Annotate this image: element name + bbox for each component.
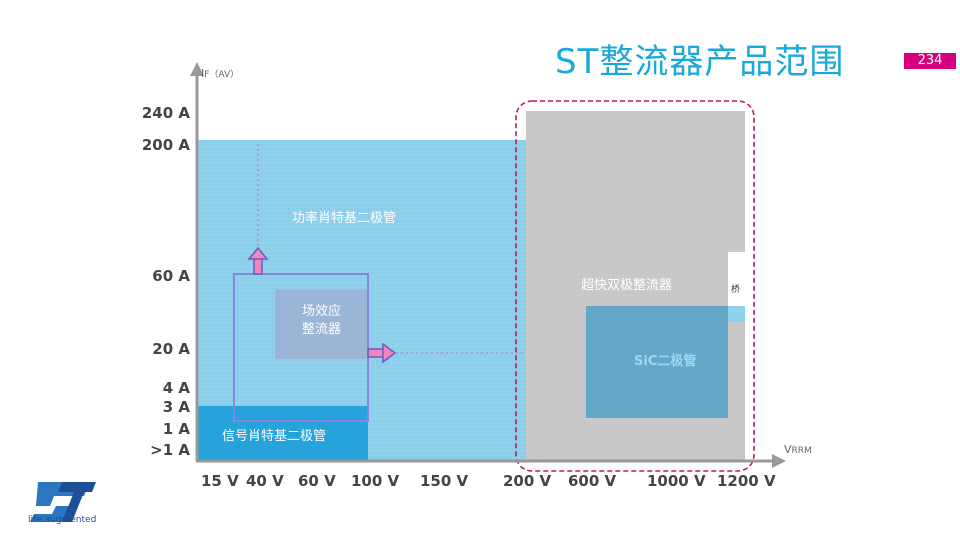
- bridge-lower-area: [728, 306, 745, 322]
- x-tick-label: 150 V: [420, 472, 469, 490]
- high-voltage-highlight: [515, 100, 755, 472]
- x-tick-label: 15 V: [201, 472, 239, 490]
- x-tick-label: 600 V: [568, 472, 617, 490]
- y-axis-title-main: I: [201, 67, 205, 80]
- x-tick-label: 1200 V: [717, 472, 776, 490]
- page-number-badge: 234: [904, 53, 956, 69]
- x-axis-title-main: V: [784, 443, 792, 456]
- y-axis-title: IF（AV）: [201, 62, 239, 81]
- bridge-label: 桥: [731, 285, 741, 295]
- x-tick-label: 200 V: [503, 472, 552, 490]
- x-tick-label: 60 V: [298, 472, 336, 490]
- sic-diode-area: [586, 306, 728, 418]
- x-tick-label: 100 V: [351, 472, 400, 490]
- mosfet-rectifier-label-line2: 整流器: [302, 322, 342, 337]
- x-tick-label: 40 V: [246, 472, 284, 490]
- ultrafast-bipolar-label: 超快双极整流器: [581, 278, 673, 293]
- mosfet-rectifier-label-line1: 场效应: [302, 304, 342, 319]
- mosfet-rectifier-area: [275, 290, 368, 359]
- arrow-right-icon: [367, 342, 397, 364]
- schottky-power-label: 功率肖特基二极管: [292, 211, 397, 226]
- mosfet-outline: [233, 273, 369, 422]
- x-axis-title: VRRM: [784, 438, 812, 457]
- y-tick-label: >1 A: [150, 441, 190, 459]
- y-tick-label: 60 A: [152, 267, 190, 285]
- y-axis-title-sub: F（AV）: [204, 70, 240, 80]
- y-axis-arrow-icon: [190, 62, 204, 76]
- y-tick-label: 4 A: [162, 379, 190, 397]
- signal-schottky-label: 信号肖特基二极管: [222, 429, 327, 444]
- y-tick-label: 240 A: [141, 104, 190, 122]
- x-axis-title-sub: RRM: [791, 446, 812, 456]
- y-tick-label: 20 A: [152, 340, 190, 358]
- x-tick-label: 1000 V: [647, 472, 706, 490]
- bridge-area: [728, 252, 745, 322]
- x-axis-arrow-icon: [772, 454, 786, 468]
- y-tick-label: 3 A: [162, 398, 190, 416]
- logo-tagline: life.augmented: [28, 515, 97, 525]
- sic-diode-label: SiC二极管: [634, 354, 697, 369]
- page-title: ST整流器产品范围: [555, 42, 845, 82]
- signal-schottky-area: [198, 406, 368, 460]
- st-logo-icon: [30, 482, 96, 522]
- y-tick-label: 200 A: [141, 136, 190, 154]
- arrow-up-icon: [247, 246, 269, 275]
- y-tick-label: 1 A: [162, 420, 190, 438]
